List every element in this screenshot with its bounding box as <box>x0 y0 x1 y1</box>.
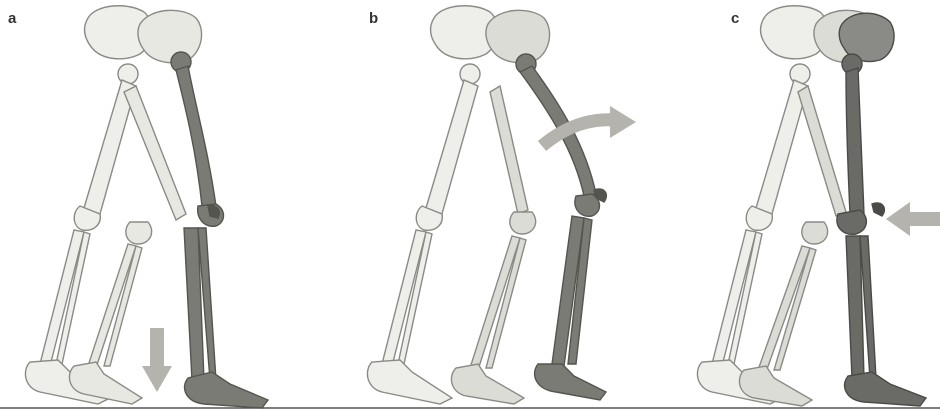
back-leg-c <box>697 6 827 404</box>
down-arrow-icon <box>142 328 172 392</box>
dark-leg-c <box>837 13 926 406</box>
panel-a <box>25 6 268 408</box>
dark-leg-a <box>171 52 268 408</box>
back-leg-a <box>25 6 151 404</box>
panel-c <box>697 6 940 406</box>
panel-b <box>367 6 636 404</box>
left-arrow-icon <box>886 202 940 236</box>
